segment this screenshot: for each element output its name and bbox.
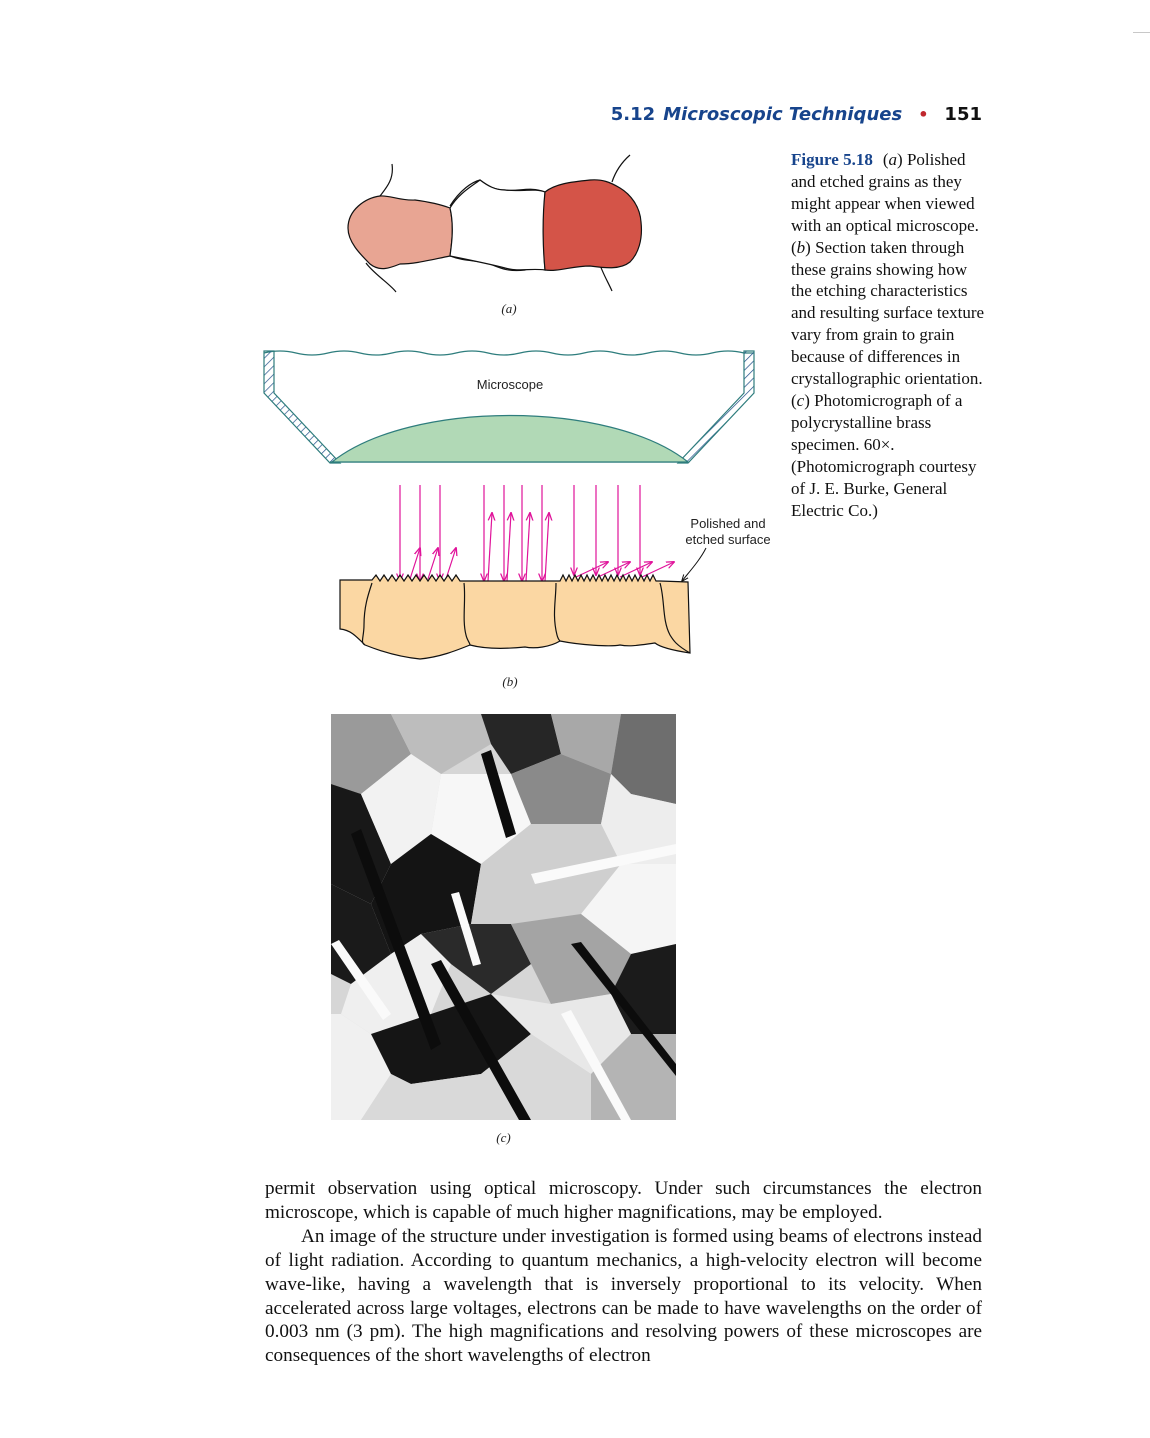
paragraph-1: permit observation using optical microsc…	[265, 1178, 982, 1223]
specimen-section	[339, 573, 691, 660]
figure-caption: Figure 5.18(a) Polished and etched grain…	[791, 149, 991, 521]
figure-c-photomicrograph	[331, 714, 676, 1120]
grain-left	[347, 195, 453, 270]
microscope-label: Microscope	[477, 377, 543, 392]
caption-part: a	[888, 150, 898, 169]
caption-part: ) Photomicrograph of a polycrystalline b…	[791, 390, 977, 520]
page-number: 151	[944, 103, 982, 125]
figure-c-label: (c)	[496, 1130, 511, 1145]
caption-text: (a) Polished and etched grains as they m…	[791, 150, 984, 520]
section-number: 5.12	[610, 103, 656, 125]
surface-label-line1: Polished and	[690, 516, 765, 531]
figure-a-grains: (a)	[347, 154, 643, 316]
microscope-lens	[330, 414, 690, 463]
grain-right	[542, 179, 643, 272]
light-rays	[400, 485, 674, 581]
paragraph-2: An image of the structure under investig…	[265, 1225, 982, 1367]
page-corner-mark	[1133, 32, 1150, 33]
header-bullet: •	[918, 104, 929, 124]
caption-part: ) Section taken through these grains sho…	[791, 237, 985, 410]
grain-boundaries-b	[361, 582, 691, 654]
surface-label-line2: etched surface	[685, 532, 770, 547]
figure-a-label: (a)	[501, 301, 516, 316]
caption-part: ) Polished and etched grains as they mig…	[791, 150, 979, 257]
caption-part: b	[796, 237, 806, 257]
figure-b-section: Microscope	[263, 350, 771, 689]
running-head: 5.12 Microscopic Techniques • 151	[611, 100, 982, 128]
figure-label: Figure 5.18	[791, 150, 873, 169]
body-text: permit observation using optical microsc…	[265, 1177, 982, 1368]
grain-middle	[449, 179, 546, 271]
section-title: Microscopic Techniques	[663, 103, 903, 125]
caption-part: c	[796, 390, 805, 410]
figure-b-label: (b)	[502, 674, 517, 689]
caption-part: (	[882, 150, 889, 169]
